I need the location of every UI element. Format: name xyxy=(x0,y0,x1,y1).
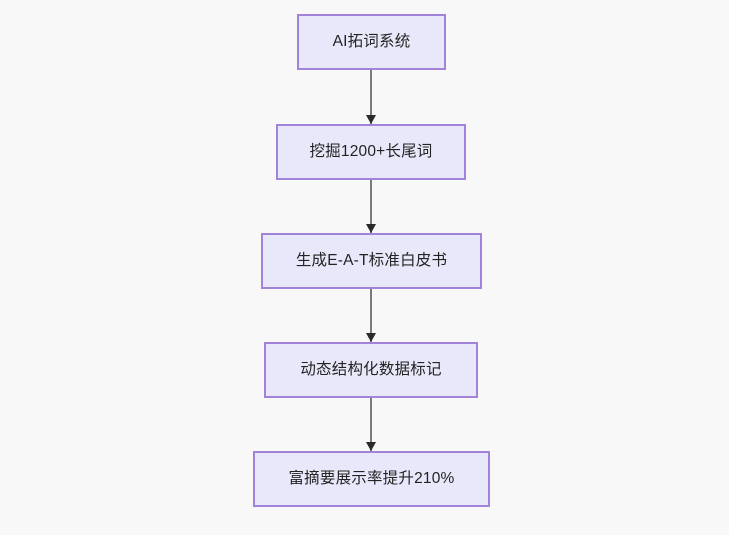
flowchart-node-n5[interactable]: 富摘要展示率提升210% xyxy=(253,451,490,507)
node-label: 生成E-A-T标准白皮书 xyxy=(295,252,448,270)
flowchart-node-n1[interactable]: AI拓词系统 xyxy=(297,14,446,70)
edge-line xyxy=(370,180,372,233)
arrowhead-down-icon xyxy=(366,442,376,451)
node-label: 动态结构化数据标记 xyxy=(300,361,442,379)
flowchart-node-n2[interactable]: 挖掘1200+长尾词 xyxy=(276,124,466,180)
edge-line xyxy=(370,289,372,342)
flowchart-node-n3[interactable]: 生成E-A-T标准白皮书 xyxy=(261,233,482,289)
flowchart-node-n4[interactable]: 动态结构化数据标记 xyxy=(264,342,478,398)
node-label: 挖掘1200+长尾词 xyxy=(309,143,433,161)
edge-line xyxy=(370,70,372,124)
arrowhead-down-icon xyxy=(366,115,376,124)
edge-line xyxy=(370,398,372,451)
node-label: AI拓词系统 xyxy=(332,33,411,51)
arrowhead-down-icon xyxy=(366,333,376,342)
node-label: 富摘要展示率提升210% xyxy=(288,470,455,488)
arrowhead-down-icon xyxy=(366,224,376,233)
